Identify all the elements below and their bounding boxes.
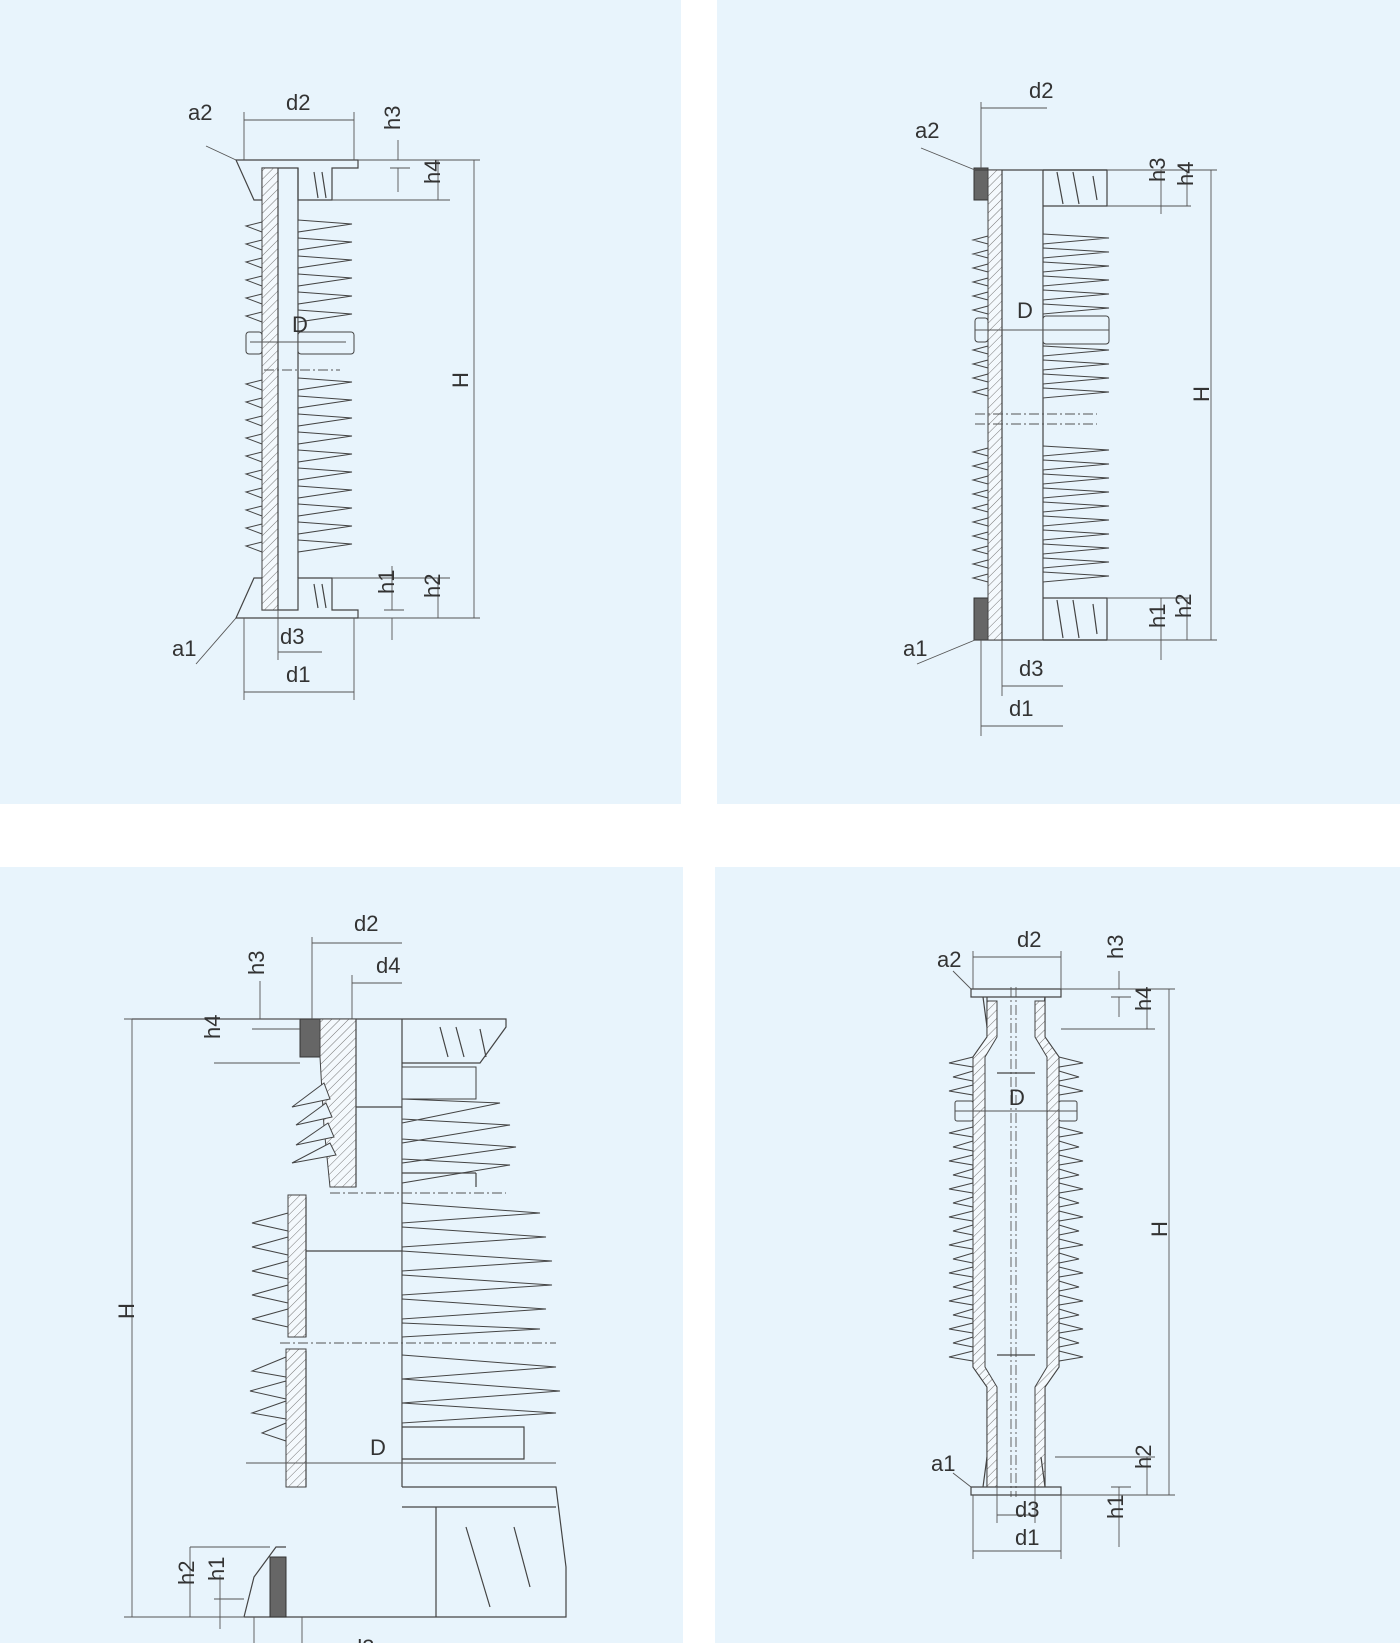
top-fitting [299, 1018, 321, 1058]
label-h3: h3 [1145, 158, 1170, 182]
top-fitting [973, 167, 989, 201]
label-h1: h1 [204, 1557, 229, 1581]
label-a1: a1 [172, 636, 196, 661]
label-h4: h4 [1131, 987, 1156, 1011]
label-H: H [1147, 1221, 1172, 1237]
label-h3: h3 [1103, 935, 1128, 959]
right-core-section [1034, 1000, 1060, 1488]
label-H: H [1189, 386, 1214, 402]
top-flange [970, 988, 1062, 998]
middle-right-sheds [401, 1202, 553, 1338]
right-sheds [1042, 233, 1110, 583]
label-h1: h1 [1103, 1495, 1128, 1519]
label-a2: a2 [937, 947, 961, 972]
label-d2: d2 [1029, 78, 1053, 103]
insulator-drawing-4: a2 d2 h3 h4 D H a1 h2 d3 h1 d1 [931, 927, 1175, 1559]
label-h3: h3 [244, 951, 269, 975]
label-d2: d2 [1017, 927, 1041, 952]
label-h3: h3 [380, 106, 405, 130]
label-h1: h1 [1145, 604, 1170, 628]
lower-left-sheds [249, 1356, 287, 1442]
label-d4: d4 [376, 953, 400, 978]
label-h2: h2 [174, 1561, 199, 1585]
left-sheds [948, 1056, 974, 1362]
label-D: D [370, 1435, 386, 1460]
label-h4: h4 [420, 160, 445, 184]
label-a2: a2 [915, 118, 939, 143]
drawing-panel-3: d2 h3 d4 h4 H D h2 h1 d3 d1 [0, 867, 683, 1643]
label-a1: a1 [903, 636, 927, 661]
label-d2: d2 [286, 90, 310, 115]
lower-right-sheds [401, 1354, 561, 1460]
core-section [987, 169, 1003, 641]
insulator-drawing-3: d2 h3 d4 h4 H D h2 h1 d3 d1 [114, 911, 567, 1643]
label-h4: h4 [1173, 162, 1198, 186]
top-flange [235, 159, 359, 201]
label-h2: h2 [420, 574, 445, 598]
drawing-panel-1: a2 d2 h3 h4 D H h1 h2 a1 d3 d1 [0, 0, 681, 804]
bottom-fitting [973, 597, 989, 641]
label-h4: h4 [200, 1015, 225, 1039]
right-sheds [1058, 1056, 1084, 1362]
label-D: D [1009, 1085, 1025, 1110]
label-d1: d1 [1009, 696, 1033, 721]
drawing-panel-4: a2 d2 h3 h4 D H a1 h2 d3 h1 d1 [715, 867, 1400, 1643]
label-a1: a1 [931, 1451, 955, 1476]
right-sheds [297, 219, 355, 553]
middle-left-sheds [251, 1212, 289, 1328]
left-sheds [971, 235, 989, 583]
drawing-panel-2: a2 d2 h3 h4 D H h1 h2 a1 d3 d1 [717, 0, 1400, 804]
label-d1: d1 [1015, 1525, 1039, 1550]
label-D: D [1017, 298, 1033, 323]
insulator-drawing-2: a2 d2 h3 h4 D H h1 h2 a1 d3 d1 [903, 78, 1217, 736]
label-H: H [114, 1303, 139, 1319]
bottom-fitting [269, 1556, 287, 1618]
label-h2: h2 [1131, 1445, 1156, 1469]
lower-core-section [285, 1348, 307, 1488]
label-h2: h2 [1171, 594, 1196, 618]
upper-left-sheds [291, 1082, 337, 1164]
insulator-drawing-1: a2 d2 h3 h4 D H h1 h2 a1 d3 d1 [172, 90, 480, 700]
label-d1: d1 [286, 662, 310, 687]
label-d3: d3 [1019, 656, 1043, 681]
core-section [261, 167, 279, 611]
label-D: D [292, 312, 308, 337]
left-core-section [972, 1000, 998, 1488]
label-d3: d3 [350, 1635, 374, 1643]
upper-right-sheds [401, 1066, 517, 1187]
left-sheds [244, 221, 263, 553]
label-d3: d3 [280, 624, 304, 649]
middle-core-section [287, 1194, 307, 1338]
label-d2: d2 [354, 911, 378, 936]
label-a2: a2 [188, 100, 212, 125]
label-h1: h1 [374, 570, 399, 594]
label-d3: d3 [1015, 1497, 1039, 1522]
bottom-flange [235, 577, 359, 619]
label-H: H [448, 372, 473, 388]
